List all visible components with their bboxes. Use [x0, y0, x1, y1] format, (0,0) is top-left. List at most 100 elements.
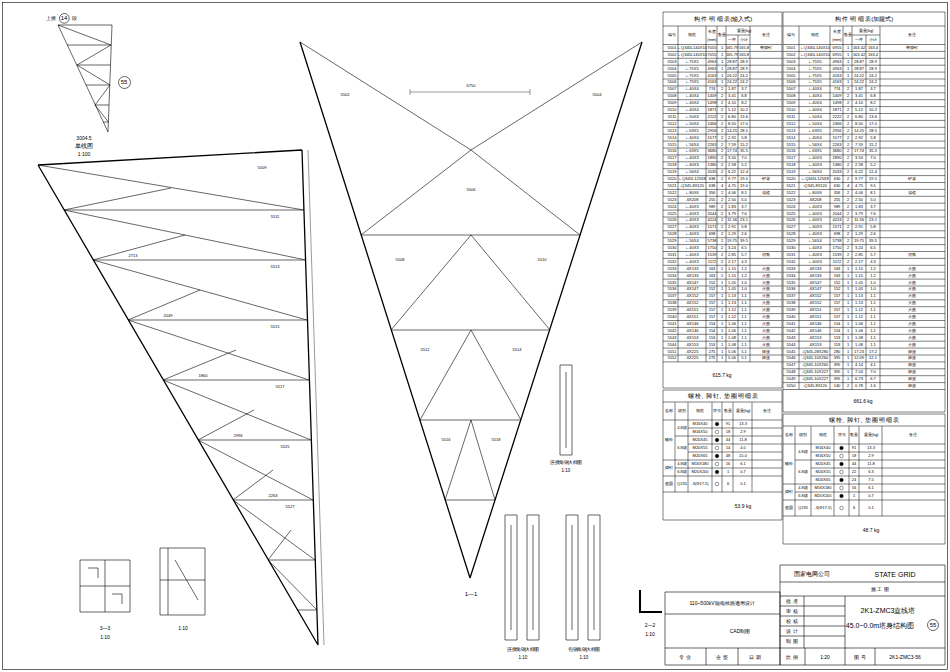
label: M20X65 [815, 478, 830, 482]
label: 1:10 [178, 626, 188, 631]
label: 5534 [667, 274, 676, 278]
label: 2 [720, 205, 722, 209]
label: 2 [846, 143, 848, 147]
label: 18 [852, 454, 856, 458]
label: 157 [833, 294, 840, 298]
label: 395 [833, 356, 840, 360]
label: 1.12 [728, 315, 736, 319]
label: ∟40X3 [808, 253, 821, 257]
label: 螺 栓、脚 钉、垫 圈 明 细 表 [829, 417, 899, 423]
label: 1 [720, 60, 722, 64]
label: 630 [833, 184, 840, 188]
label: ∟80X6 [685, 191, 698, 195]
label: ∟40X4 [685, 101, 698, 105]
label: ∟56X4 [685, 170, 698, 174]
table-rule [663, 279, 782, 280]
label: 火曲 [762, 287, 770, 291]
label: -6X147 [808, 281, 821, 285]
table-rule [663, 141, 782, 142]
label: 17.23 [854, 350, 864, 354]
label: 1.83 [728, 205, 736, 209]
table-rule [783, 134, 945, 135]
label: 6.80 [728, 115, 736, 119]
table-rule [688, 428, 782, 429]
label: 6.7 [870, 377, 876, 381]
label: 2044 [707, 212, 716, 216]
label: ∟Q345L125X8 [678, 177, 705, 181]
label: 火曲 [762, 301, 770, 305]
label: 4.10 [855, 101, 863, 105]
table-rule [706, 26, 707, 362]
table-rule [783, 189, 945, 190]
table-rule [782, 390, 783, 520]
label: 17.0 [869, 122, 877, 126]
label: 5518 [787, 163, 796, 167]
signoff-block [665, 592, 780, 665]
label: 7.6 [741, 212, 747, 216]
label: 2.6 [870, 232, 876, 236]
label: 2K1-ZMC3-56 [889, 655, 920, 660]
table-rule [663, 72, 782, 73]
label: 1.05 [855, 281, 863, 285]
label: -6X153 [808, 343, 821, 347]
table-rule [663, 292, 782, 293]
table-rule [811, 426, 812, 516]
table-rule [783, 313, 945, 314]
label: 163 [833, 267, 840, 271]
label: 1571 [707, 225, 716, 229]
label: 1 [720, 67, 722, 71]
label: 2 [846, 191, 848, 195]
label: 5533 [787, 267, 796, 271]
table-rule [663, 154, 782, 155]
label: 3.50 [855, 156, 863, 160]
label: 24.22 [854, 74, 864, 78]
label: -6X146 [686, 329, 699, 333]
label: 2713 [129, 254, 138, 258]
label: 校 核 [786, 619, 797, 624]
label: 630 [833, 177, 840, 181]
label: 2 [846, 232, 848, 236]
table-rule [783, 251, 945, 252]
table-rule [738, 35, 739, 362]
label: ∟Q345L140X10 [800, 53, 830, 57]
label: 5543 [787, 336, 796, 340]
label: 名称 [665, 409, 673, 413]
label: 154 [833, 329, 840, 333]
label: 重量(kg) [863, 433, 878, 437]
label: -Q345-8X120 [680, 184, 704, 188]
label: 火曲 [762, 336, 770, 340]
label: 2 [720, 94, 722, 98]
label: 2466 [832, 122, 841, 126]
label: ∟50X4 [808, 115, 821, 119]
label: 国家电网公司 [794, 571, 830, 577]
label: 备注 [909, 433, 917, 437]
label: 28.87 [727, 60, 737, 64]
label: 5520 [787, 177, 796, 181]
label: 5525 [787, 212, 796, 216]
label: 2033 [832, 170, 841, 174]
label: 275 [708, 356, 715, 360]
label: 2263 [832, 143, 841, 147]
label: 2044 [832, 212, 841, 216]
label: 7.0 [870, 156, 876, 160]
label: 48 [725, 454, 729, 458]
table-rule [663, 44, 782, 45]
table-rule [733, 402, 734, 492]
label: 3.41 [855, 94, 863, 98]
label: 3.7 [870, 205, 876, 209]
table-rule [663, 92, 782, 93]
table-rule [783, 286, 945, 287]
label: 1498 [707, 101, 716, 105]
label: 1890 [707, 156, 716, 160]
label: 2 [846, 239, 848, 243]
label: 6 [726, 482, 728, 486]
label: 5527 [787, 225, 796, 229]
label: 1:10 [562, 469, 571, 474]
label: 1.1 [870, 343, 876, 347]
label: 163 [708, 274, 715, 278]
table-rule [866, 35, 867, 390]
bolt-symbols [715, 422, 843, 510]
label: 备注 [908, 33, 916, 37]
label: ∟40X3 [808, 246, 821, 250]
label: 5527 [667, 225, 676, 229]
